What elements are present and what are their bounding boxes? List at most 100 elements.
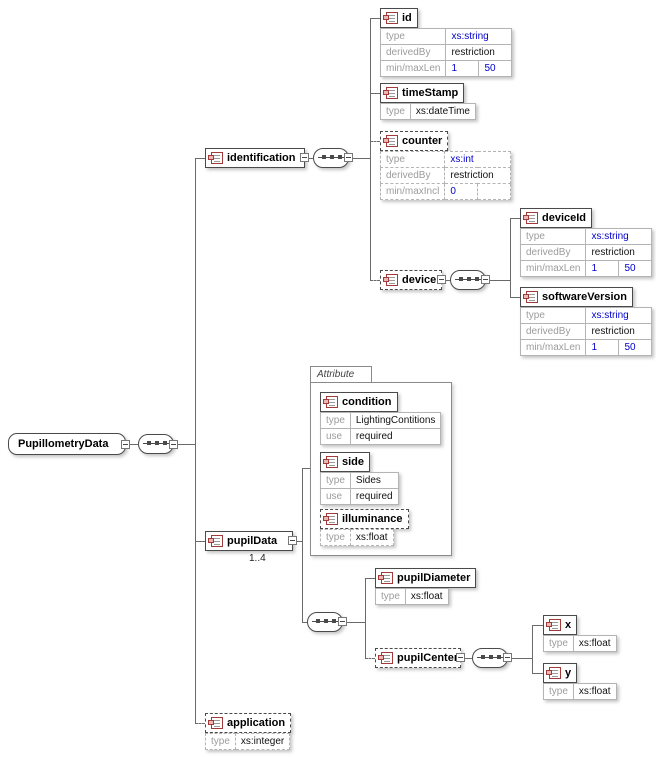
facet-row: min/maxLen 1 50 <box>519 260 653 277</box>
collapse-toggle[interactable] <box>169 440 178 449</box>
connector-line <box>370 18 380 19</box>
facet-row: type xs:dateTime <box>380 103 477 120</box>
facet-label: type <box>379 151 446 168</box>
facet-value-min[interactable]: 1 <box>445 60 480 77</box>
collapse-toggle[interactable] <box>481 275 490 284</box>
facet-value-min[interactable]: 0 <box>444 183 479 200</box>
facet-row: derivedBy restriction <box>519 244 653 261</box>
sequence-compositor[interactable] <box>313 148 349 168</box>
collapse-toggle[interactable] <box>338 617 347 626</box>
attribute-box[interactable]: illuminance <box>320 509 409 529</box>
facet-label: min/maxIncl <box>379 183 446 200</box>
collapse-toggle[interactable] <box>437 275 446 284</box>
connector-line <box>532 625 533 673</box>
element-box[interactable]: y <box>543 663 578 683</box>
element-box[interactable]: counter <box>380 131 449 151</box>
collapse-toggle[interactable] <box>456 653 465 662</box>
attribute-group-label: Attribute <box>317 369 355 380</box>
facet-value-type[interactable]: xs:string <box>585 307 653 324</box>
attribute-box[interactable]: condition <box>320 392 398 412</box>
facet-label: type <box>543 683 574 700</box>
element-box[interactable]: id <box>380 8 418 28</box>
element-box[interactable]: pupilCenter <box>375 648 461 668</box>
sequence-compositor[interactable] <box>472 648 508 668</box>
facet-table: type xs:float <box>375 588 449 605</box>
element-box[interactable]: deviceId <box>520 208 593 228</box>
facet-value-type: xs:dateTime <box>409 103 477 120</box>
facet-value-min[interactable]: 1 <box>585 260 620 277</box>
attribute-name: illuminance <box>342 513 403 525</box>
facet-label: type <box>519 228 587 245</box>
element-icon <box>523 291 538 303</box>
attribute-node-condition: condition type LightingContitions use re… <box>320 392 442 445</box>
element-name: device <box>402 274 437 286</box>
collapse-toggle[interactable] <box>300 153 309 162</box>
element-icon <box>378 572 393 584</box>
element-box[interactable]: application <box>205 713 292 733</box>
attribute-group-tab: Attribute <box>310 366 372 383</box>
element-icon <box>208 717 223 729</box>
facet-row: type xs:string <box>379 28 513 45</box>
facet-value: restriction <box>444 167 512 184</box>
element-box[interactable]: softwareVersion <box>520 287 633 307</box>
connector-line <box>446 280 450 281</box>
facet-row: type xs:float <box>375 588 449 605</box>
facet-value-max[interactable]: 50 <box>478 60 513 77</box>
connector-line <box>302 468 303 622</box>
facet-value: restriction <box>585 244 653 261</box>
collapse-toggle[interactable] <box>344 153 353 162</box>
facet-row: type xs:string <box>519 307 653 324</box>
facet-table: type xs:float <box>320 529 394 546</box>
facet-value-use: required <box>349 428 442 445</box>
facet-value-max[interactable]: 50 <box>618 260 653 277</box>
element-box[interactable]: x <box>543 615 578 635</box>
connector-line <box>370 93 380 94</box>
element-box[interactable]: PupillometryData <box>8 433 126 455</box>
element-icon <box>523 212 538 224</box>
element-box[interactable]: identification <box>205 148 305 168</box>
facet-row: use required <box>320 488 399 505</box>
facet-value: restriction <box>585 323 653 340</box>
collapse-toggle[interactable] <box>121 440 130 449</box>
facet-label: type <box>205 733 236 750</box>
attribute-box[interactable]: side <box>320 452 371 472</box>
facet-value-max[interactable]: 50 <box>618 339 653 356</box>
facet-label: type <box>320 412 351 429</box>
connector-line <box>195 541 205 542</box>
element-icon <box>383 87 398 99</box>
facet-table: type xs:string derivedBy restriction min… <box>519 307 653 356</box>
element-icon <box>378 652 393 664</box>
element-box[interactable]: timeStamp <box>380 83 465 103</box>
attribute-node-side: side type Sides use required <box>320 452 399 505</box>
collapse-toggle[interactable] <box>503 653 512 662</box>
element-box[interactable]: pupilDiameter <box>375 568 477 588</box>
element-node-pupildata: pupilData <box>205 531 293 551</box>
facet-value-type[interactable]: xs:string <box>445 28 513 45</box>
connector-line-dashed <box>370 280 380 281</box>
element-name: x <box>565 619 572 631</box>
facet-value-type[interactable]: xs:int <box>444 151 512 168</box>
facet-label: type <box>543 635 574 652</box>
facet-label: type <box>320 529 351 546</box>
facet-value-min[interactable]: 1 <box>585 339 620 356</box>
element-box[interactable]: device <box>380 270 442 290</box>
sequence-compositor[interactable] <box>450 270 486 290</box>
element-icon <box>546 619 561 631</box>
facet-row: min/maxLen 1 50 <box>379 60 513 77</box>
element-box[interactable]: pupilData <box>205 531 293 551</box>
element-node-counter: counter type xs:int derivedBy restrictio… <box>379 131 512 200</box>
element-name: timeStamp <box>402 87 459 99</box>
facet-row: type xs:float <box>543 683 617 700</box>
connector-line <box>510 297 520 298</box>
facet-value-type[interactable]: xs:string <box>585 228 653 245</box>
element-icon <box>546 667 561 679</box>
facet-table: type xs:float <box>543 683 617 700</box>
connector-line <box>347 622 365 623</box>
collapse-toggle[interactable] <box>288 536 297 545</box>
element-name: deviceId <box>542 212 587 224</box>
connector-line-dashed <box>195 723 205 724</box>
facet-row: type LightingContitions <box>320 412 442 429</box>
facet-row: type xs:float <box>320 529 394 546</box>
element-node-timestamp: timeStamp type xs:dateTime <box>380 83 477 120</box>
